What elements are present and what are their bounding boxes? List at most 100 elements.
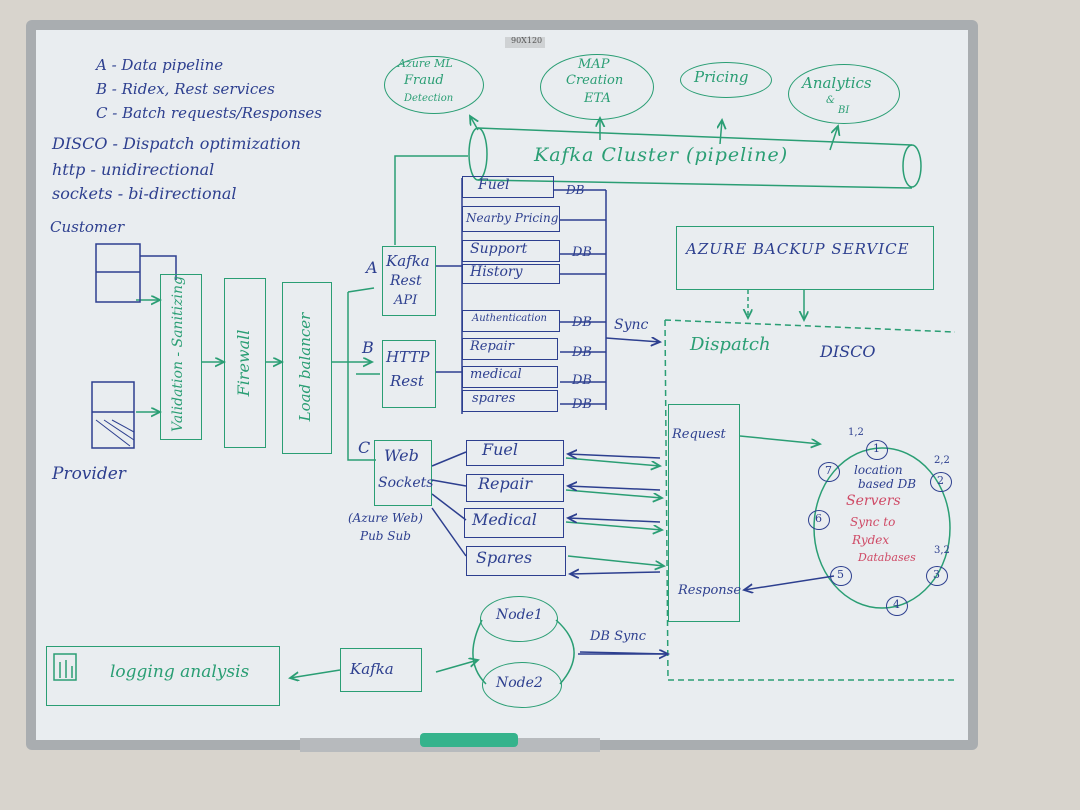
kafka-cluster-label: Kafka Cluster (pipeline) <box>534 144 789 166</box>
legend-http: http - unidirectional <box>52 160 215 179</box>
service-spares-b <box>462 390 558 412</box>
map-line-1: MAP <box>578 57 610 72</box>
ring-label-2-2: 2,2 <box>934 455 950 466</box>
legend-a: A - Data pipeline <box>96 56 224 74</box>
db-sync-label: DB Sync <box>590 629 647 644</box>
service-medical-b-label: medical <box>470 367 522 382</box>
sync-to-line-1: Sync to <box>850 515 896 529</box>
socket-fuel <box>466 440 564 466</box>
service-history-label: History <box>470 264 523 280</box>
service-fuel-a <box>462 176 554 198</box>
ring-node-5 <box>830 566 852 586</box>
ring-node-2 <box>930 472 952 492</box>
kafka-api-line-3: API <box>394 293 418 308</box>
disco-title: DISCO <box>820 342 876 361</box>
socket-repair <box>466 474 564 502</box>
azure-pubsub-line-1: (Azure Web) <box>348 511 423 525</box>
socket-fuel-label: Fuel <box>482 440 518 459</box>
service-authentication-label: Authentication <box>472 313 547 324</box>
web-sockets-line-2: Sockets <box>378 475 434 491</box>
ring-node-7 <box>818 462 840 482</box>
kafka-api-line-2: Rest <box>390 273 422 289</box>
ring-node-3-label: 3 <box>933 568 940 581</box>
db-label-auth: DB <box>572 315 592 330</box>
dispatch-title: Dispatch <box>690 334 771 355</box>
service-nearby-pricing <box>462 206 560 232</box>
ring-node-6 <box>808 510 830 530</box>
http-rest-box <box>382 340 436 408</box>
kafka-small-box <box>340 648 422 692</box>
path-b-letter: B <box>362 338 374 357</box>
socket-medical <box>464 508 564 538</box>
service-repair-b <box>462 338 558 360</box>
path-c-letter: C <box>358 438 371 457</box>
response-label: Response <box>678 583 742 598</box>
analytics-line-2: & <box>826 95 835 106</box>
firewall-label: Firewall <box>234 329 253 397</box>
service-nearby-pricing-label: Nearby Pricing <box>466 211 559 225</box>
kafka-api-line-1: Kafka <box>386 252 430 270</box>
path-a-letter: A <box>366 258 378 277</box>
node2-label: Node2 <box>496 675 543 691</box>
ring-label-3-2: 3,2 <box>934 545 950 556</box>
service-medical-b <box>462 366 558 388</box>
request-label: Request <box>672 427 726 442</box>
socket-medical-label: Medical <box>472 510 537 529</box>
location-db-line-2: based DB <box>858 477 917 491</box>
service-repair-b-label: Repair <box>470 339 514 354</box>
sync-to-line-2: Rydex <box>852 533 890 547</box>
kafka-small-label: Kafka <box>350 660 394 678</box>
ring-label-1-2: 1,2 <box>848 427 864 438</box>
db-label-medical: DB <box>572 373 592 388</box>
service-history <box>462 264 560 284</box>
node1-label: Node1 <box>496 607 543 623</box>
azure-ml-line-1: Azure ML <box>398 57 453 70</box>
analytics-line-1: Analytics <box>802 74 872 92</box>
analytics-bubble <box>788 64 900 124</box>
service-support-label: Support <box>470 241 528 257</box>
legend-disco: DISCO - Dispatch optimization <box>52 134 301 153</box>
map-line-2: Creation <box>566 73 624 88</box>
azure-ml-bubble <box>384 56 484 114</box>
board-size-label: 90X120 <box>511 36 543 45</box>
service-fuel-a-label: Fuel <box>478 177 510 193</box>
azure-backup-box <box>676 226 934 290</box>
db-label-spares: DB <box>572 397 592 412</box>
request-response-box <box>668 404 740 622</box>
provider-label: Provider <box>52 464 126 484</box>
db-label-support: DB <box>572 245 592 260</box>
ring-node-4-label: 4 <box>893 598 900 611</box>
load-balancer-stage <box>282 282 332 454</box>
pricing-bubble <box>680 62 772 98</box>
map-line-3: ETA <box>584 91 611 106</box>
kafka-rest-api-box <box>382 246 436 316</box>
service-authentication <box>462 310 560 332</box>
azure-ml-line-3: Detection <box>404 93 454 104</box>
db-label-fuel: DB <box>566 183 585 197</box>
legend-sockets: sockets - bi-directional <box>52 184 237 203</box>
web-sockets-line-1: Web <box>384 446 419 465</box>
azure-pubsub-line-2: Pub Sub <box>360 529 411 543</box>
web-sockets-box <box>374 440 432 506</box>
load-balancer-label: Load balancer <box>296 312 314 422</box>
socket-spares-label: Spares <box>476 548 533 567</box>
firewall-stage <box>224 278 266 448</box>
http-line-1: HTTP <box>386 348 430 366</box>
socket-spares <box>466 546 566 576</box>
ring-node-7-label: 7 <box>825 464 832 477</box>
customer-label: Customer <box>50 218 125 236</box>
pricing-label: Pricing <box>694 68 749 86</box>
sync-to-line-3: Databases <box>858 551 916 564</box>
ring-node-6-label: 6 <box>815 512 822 525</box>
analytics-line-3: BI <box>838 105 850 116</box>
ring-node-1-label: 1 <box>873 442 880 455</box>
location-db-line-1: location <box>854 463 903 477</box>
servers-label: Servers <box>846 493 901 509</box>
size-label-tag <box>505 37 545 48</box>
http-line-2: Rest <box>390 372 424 390</box>
map-bubble <box>540 54 654 120</box>
azure-ml-line-2: Fraud <box>404 73 444 88</box>
legend-c: C - Batch requests/Responses <box>96 104 323 122</box>
